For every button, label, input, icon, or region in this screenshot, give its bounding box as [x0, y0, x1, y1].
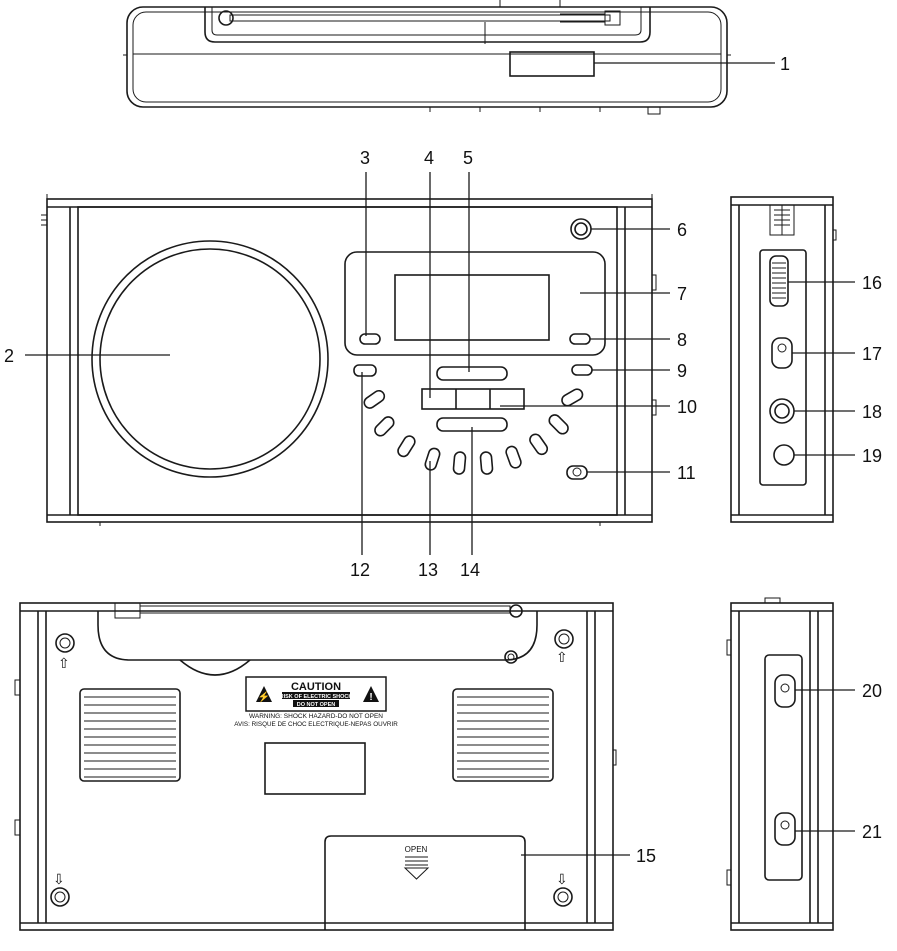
callout-7: 7	[677, 284, 687, 304]
snooze-button	[436, 366, 508, 381]
callout-8: 8	[677, 330, 687, 350]
back-view: ⇧ ⇧ ⇩ ⇩ ⚡ ! CAUTION RISK OF ELECTRIC SHO…	[14, 602, 617, 931]
preset-buttons	[363, 388, 584, 475]
callout-11: 11	[677, 463, 696, 483]
arrow-down-icon: ⇩	[53, 871, 65, 887]
headphone-jack	[769, 398, 795, 424]
lcd-window	[394, 274, 550, 341]
svg-text:!: !	[369, 692, 372, 703]
top-button	[509, 51, 595, 77]
callout-9: 9	[677, 361, 687, 381]
caution-line1: RISK OF ELECTRIC SHOCK	[280, 694, 353, 700]
callout-14: 14	[460, 560, 480, 580]
caution-line2: DO NOT OPEN	[297, 702, 336, 708]
vent-left	[79, 688, 181, 782]
arrow-up-icon: ⇧	[58, 655, 70, 671]
front-view	[41, 194, 657, 526]
dimmer-knob	[570, 218, 592, 240]
battery-door	[324, 835, 526, 930]
label-area	[264, 742, 366, 795]
svg-text:⚡: ⚡	[258, 690, 270, 703]
callout-3: 3	[360, 148, 370, 168]
callout-16: 16	[862, 273, 882, 293]
side-switch-upper	[774, 674, 796, 708]
leader-lines	[25, 62, 855, 856]
callout-2: 2	[4, 346, 14, 366]
callout-15: 15	[636, 846, 656, 866]
caution-line4: AVIS: RISQUE DE CHOC ELECTRIQUE-NEPAS OU…	[234, 721, 398, 728]
callout-17: 17	[862, 344, 882, 364]
arrow-up-icon: ⇧	[556, 649, 568, 665]
callout-4: 4	[424, 148, 434, 168]
callout-18: 18	[862, 402, 882, 422]
vent-right	[452, 688, 554, 782]
callout-21: 21	[862, 822, 882, 842]
callout-1: 1	[780, 54, 790, 74]
callout-20: 20	[862, 681, 882, 701]
callout-6: 6	[677, 220, 687, 240]
arrow-down-icon: ⇩	[556, 871, 568, 887]
caution-title: CAUTION	[291, 681, 341, 693]
callout-10: 10	[677, 397, 697, 417]
battery-door-label: OPEN	[405, 845, 428, 854]
side-switch-lower	[774, 812, 796, 846]
caution-label: ⚡ ! CAUTION RISK OF ELECTRIC SHOCK DO NO…	[234, 676, 398, 728]
tuning-buttons	[421, 388, 525, 410]
side-view-right	[730, 196, 837, 523]
speaker-grille	[91, 240, 329, 478]
caution-line3: WARNING: SHOCK HAZARD-DO NOT OPEN	[249, 713, 383, 720]
callout-5: 5	[463, 148, 473, 168]
display-panel	[344, 251, 606, 356]
side-view-left	[726, 597, 834, 931]
callout-13: 13	[418, 560, 438, 580]
callout-numbers: 1 2 3 4 5 6 7 8 9 10 11 12 13 14 15 16 1…	[4, 54, 882, 866]
callout-12: 12	[350, 560, 370, 580]
top-view	[123, 0, 731, 115]
volume-wheel	[769, 255, 789, 307]
callout-19: 19	[862, 446, 882, 466]
